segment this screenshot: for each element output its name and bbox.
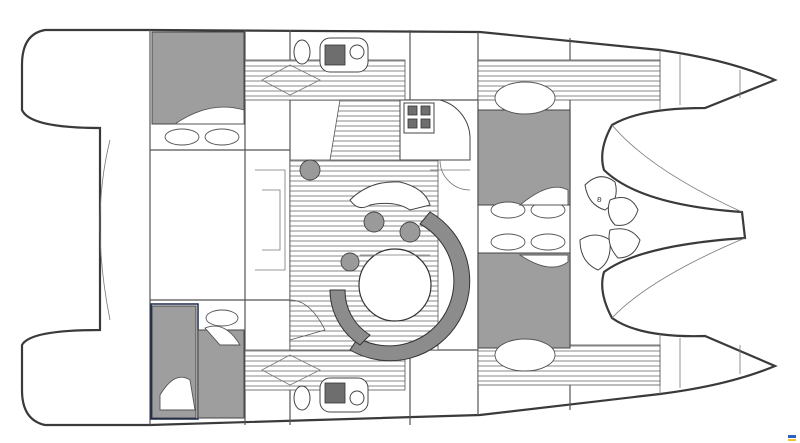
cabin-forward-starboard-bed [477, 252, 571, 349]
bar-stool [299, 159, 321, 181]
svg-text:ʚ: ʚ [597, 194, 602, 204]
foredeck-cushions: ʚ [579, 176, 641, 271]
saloon-settee [349, 211, 471, 362]
galley-floor [329, 99, 401, 161]
head-port [293, 37, 369, 73]
trampoline-bow [611, 124, 746, 319]
saloon-table [358, 248, 432, 322]
head-starboard [293, 377, 369, 413]
cockpit-steps [99, 139, 286, 321]
corner-logo [788, 435, 796, 441]
galley-stove [403, 102, 435, 134]
